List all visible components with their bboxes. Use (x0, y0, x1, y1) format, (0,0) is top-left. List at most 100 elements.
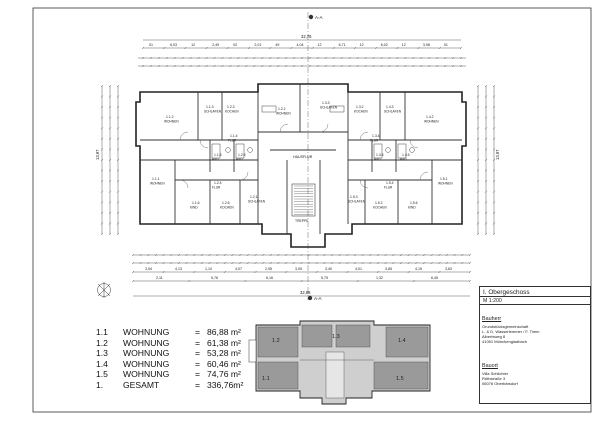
dimension-tick (315, 253, 318, 257)
dimension-tick (330, 253, 334, 257)
dimension-tick (316, 64, 320, 68)
dimension-tick (185, 253, 188, 257)
bauherr-line: 41051 Mönchengladbach (482, 339, 527, 344)
dimension-tick (484, 211, 488, 214)
dimension-tick (492, 190, 496, 193)
dimension-tick (396, 56, 399, 60)
dimension-tick (346, 270, 349, 274)
dimension-tick (364, 56, 367, 60)
top-dimension-label: 12 (402, 43, 406, 47)
stair-treads (294, 185, 313, 215)
dimension-tick (476, 116, 480, 119)
dimension-tick (269, 46, 272, 50)
area-table-value: 74,76 m² (207, 369, 241, 380)
dimension-tick (116, 190, 120, 193)
title-block: I. Obergeschoss M 1:200 Bauherr Grundstü… (479, 286, 591, 404)
dimension-tick (353, 253, 357, 257)
dimension-tick (100, 190, 104, 193)
room-id-label: 1.5.2 (375, 201, 383, 205)
dimension-tick (476, 169, 480, 172)
dimension-tick (340, 56, 343, 60)
room-name-label: WOHNEN (164, 120, 179, 124)
bath-fixtures (211, 105, 415, 159)
dimension-tick (239, 253, 242, 257)
section-label-bottom: A-A (314, 296, 322, 301)
bauort-heading: Bauort (482, 363, 498, 369)
dimension-tick (404, 56, 407, 60)
dimension-tick (108, 211, 112, 214)
dimension-tick (308, 261, 311, 265)
dimension-tick (108, 201, 112, 204)
dimension-tick (262, 261, 265, 265)
dimension-tick (165, 56, 168, 60)
top-dimension-label: 02 (233, 43, 237, 47)
key-plan-label-4: 1.4 (398, 338, 406, 344)
dimension-tick (108, 232, 112, 236)
area-table-eq: = (195, 358, 201, 369)
room-id-label: 1.5.4 (386, 181, 394, 185)
bottom-dimension-label: 3,85 (385, 267, 392, 271)
dimension-tick (147, 261, 150, 265)
dimension-tick (149, 64, 153, 68)
room-name-label: BAD (374, 158, 381, 162)
dimension-tick (323, 253, 326, 257)
dimension-tick (461, 261, 464, 265)
dimension-tick (184, 46, 187, 50)
dimension-tick (108, 84, 112, 88)
dimension-tick (269, 64, 272, 68)
bottom-dimension-label: 4,01 (355, 267, 362, 271)
dimension-tick (315, 261, 318, 265)
dimension-tick (476, 84, 480, 88)
bottom-dimension-label: 5,76 (211, 276, 218, 280)
dimension-tick (399, 253, 403, 257)
dimension-tick (285, 261, 288, 265)
dimension-tick (100, 222, 104, 225)
room-id-label: 1.5.1 (440, 177, 448, 181)
bottom-dimension-label: 3,63 (445, 267, 452, 271)
dimension-tick (223, 270, 227, 274)
dimension-tick (205, 56, 208, 60)
dimension-tick (484, 95, 488, 98)
dimension-tick (476, 158, 480, 162)
bottom-dimension-label: 3,94 (145, 267, 152, 271)
dimension-tick (277, 253, 280, 257)
dimension-tick (205, 64, 208, 68)
dimension-tick (484, 116, 488, 119)
room-name-label: KIND (408, 206, 416, 210)
dimension-tick (492, 232, 496, 236)
room-name-label: KOCHEN (354, 110, 368, 114)
dimension-tick (438, 253, 441, 257)
dimension-tick (399, 261, 403, 265)
dimension-tick (253, 56, 256, 60)
dimension-tick (162, 253, 165, 257)
dimension-tick (108, 106, 112, 109)
room-id-label: 1.3.2 (356, 105, 364, 109)
area-table-name: WOHNUNG (123, 327, 170, 337)
dimension-tick (284, 64, 288, 68)
dimension-tick (422, 253, 426, 257)
dimension-tick (162, 270, 165, 274)
room-id-label: 1.2.2 (278, 107, 286, 111)
dimension-tick (100, 180, 104, 183)
dimension-tick (216, 261, 219, 265)
dimension-tick (407, 253, 410, 257)
dimension-tick (372, 56, 375, 60)
top-dimension-label: 01 (444, 43, 448, 47)
area-table-name: WOHNUNG (123, 348, 170, 359)
dimension-tick (141, 46, 145, 50)
dimension-tick (476, 95, 480, 98)
dimension-tick (376, 261, 380, 265)
dimension-tick (254, 261, 257, 265)
dimension-tick (181, 64, 184, 68)
bauort-line: 06076 Oberbärsdorf (482, 381, 518, 386)
dimension-tick (332, 64, 335, 68)
bottom-dimension-label: 4,07 (235, 267, 242, 271)
dimension-tick (484, 148, 488, 151)
top-dimension-label: 6,02 (381, 43, 388, 47)
room-name-label: KOCHEN (225, 110, 239, 114)
dimension-tick (415, 261, 418, 265)
room-name-label: SCHLAFEN (204, 110, 222, 114)
dimension-tick (100, 84, 104, 88)
dimension-tick (384, 261, 387, 265)
